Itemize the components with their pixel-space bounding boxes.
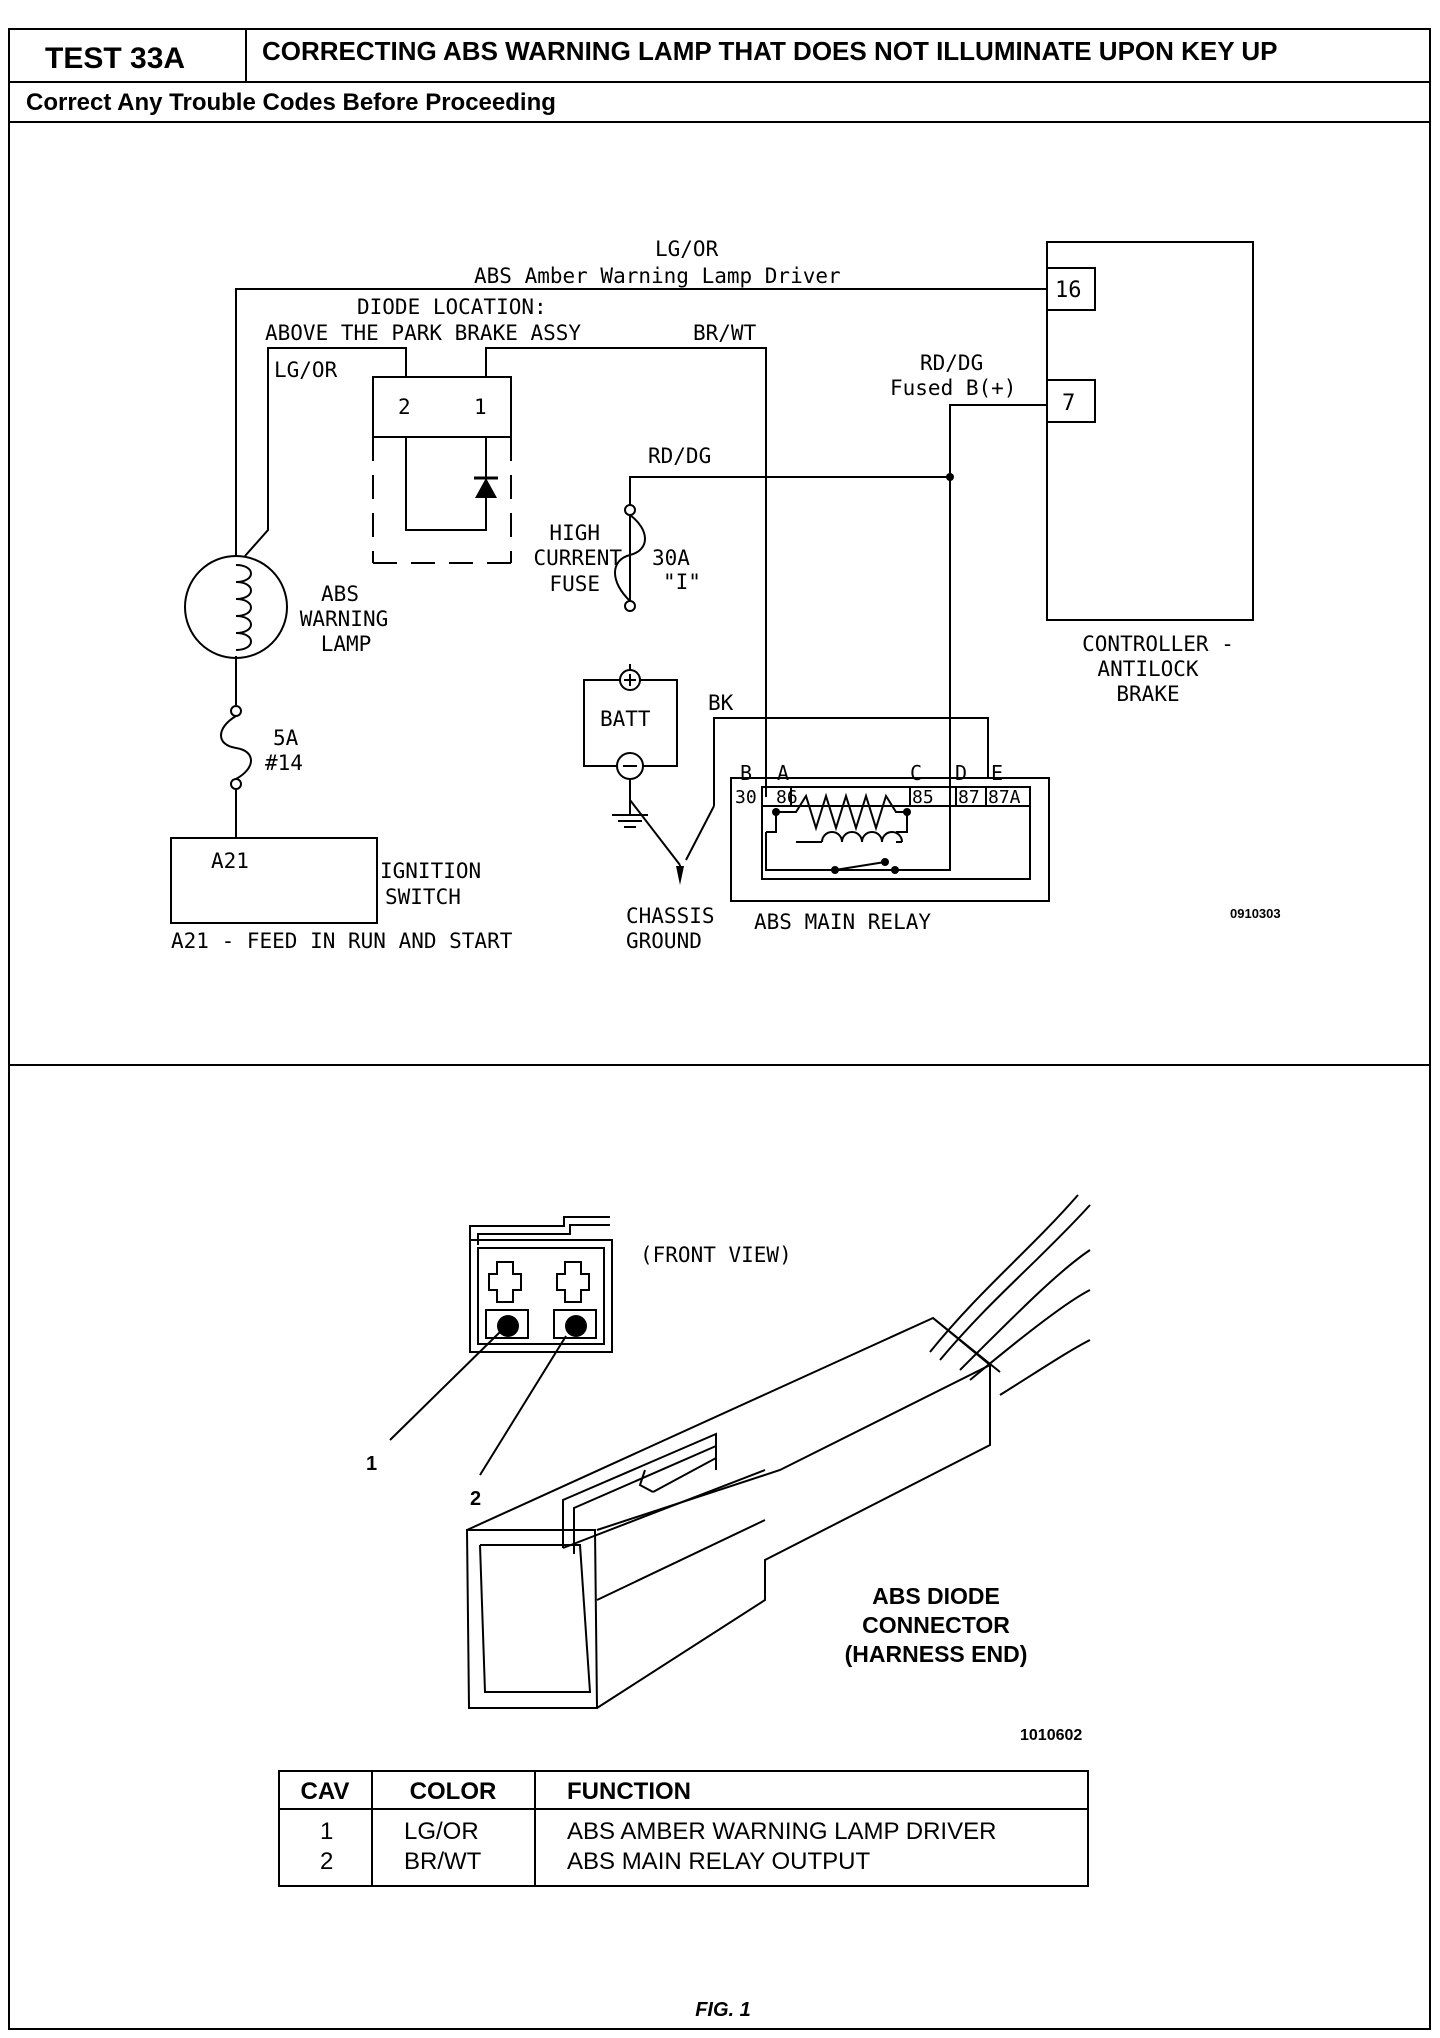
relay-pin-87a: 87A bbox=[988, 787, 1021, 808]
table-header-color: COLOR bbox=[410, 1778, 497, 1805]
table-cell-color: BR/WT bbox=[404, 1848, 482, 1875]
cavity-table: CAV COLOR FUNCTION 1 LG/OR ABS AMBER WAR… bbox=[278, 1770, 1089, 1887]
ignition-switch-box bbox=[170, 837, 378, 924]
harness-wires bbox=[929, 1194, 1091, 1396]
front-view-cavity-2 bbox=[565, 1315, 587, 1337]
diode-pin-1: 1 bbox=[474, 395, 487, 419]
connector-label-1: ABS DIODE bbox=[872, 1583, 1000, 1609]
warning-lamp-symbol bbox=[184, 555, 288, 659]
table-cell-cav: 1 bbox=[320, 1818, 333, 1845]
battery-symbol bbox=[583, 669, 678, 780]
connector-label-3: (HARNESS END) bbox=[845, 1641, 1028, 1667]
diode-location-label-1: DIODE LOCATION: bbox=[357, 295, 547, 319]
fuse-30a-rating: 30A bbox=[652, 546, 690, 570]
chassis-label-1: CHASSIS bbox=[626, 904, 715, 928]
relay-letter-d: D bbox=[955, 761, 967, 785]
table-header-cav: CAV bbox=[301, 1778, 350, 1805]
table-header-function: FUNCTION bbox=[567, 1778, 691, 1805]
callout-lines bbox=[389, 1331, 567, 1476]
bk-label: BK bbox=[708, 691, 734, 715]
relay-pin-30: 30 bbox=[735, 787, 757, 808]
relay-symbol bbox=[730, 777, 1050, 902]
lamp-label-1: ABS bbox=[321, 582, 359, 606]
fused-b-label: Fused B(+) bbox=[890, 376, 1016, 400]
fuse-5a-number: #14 bbox=[265, 751, 303, 775]
relay-letter-e: E bbox=[991, 761, 1003, 785]
diode-pin-2: 2 bbox=[398, 395, 411, 419]
relay-pin-85: 85 bbox=[912, 787, 934, 808]
callout-1: 1 bbox=[366, 1453, 377, 1475]
relay-label: ABS MAIN RELAY bbox=[754, 910, 931, 934]
connector-label-2: CONNECTOR bbox=[862, 1612, 1010, 1638]
table-cell-cav: 2 bbox=[320, 1848, 333, 1875]
controller-pin-16: 16 bbox=[1055, 278, 1082, 303]
relay-letter-c: C bbox=[910, 761, 922, 785]
connector-illustration: (FRONT VIEW) 1 2 ABS bbox=[366, 1194, 1091, 1744]
controller-pin-7: 7 bbox=[1062, 391, 1075, 416]
hcf-label-2: CURRENT bbox=[533, 546, 622, 570]
connector-figure-code: 1010602 bbox=[1020, 1727, 1082, 1744]
relay-terminal-dots bbox=[772, 473, 954, 874]
relay-letter-b: B bbox=[740, 761, 752, 785]
a21-feed-label: A21 - FEED IN RUN AND START bbox=[171, 929, 513, 953]
connector-body bbox=[465, 1316, 1001, 1709]
wiring-schematic: 2 1 ABS WARNING LAMP 5A #14 A21 IGNITION… bbox=[170, 237, 1281, 953]
chassis-ground-arrow bbox=[676, 866, 684, 885]
controller-label-2: ANTILOCK bbox=[1097, 657, 1199, 681]
page-frame bbox=[8, 28, 1431, 2030]
amber-driver-label: ABS Amber Warning Lamp Driver bbox=[474, 264, 841, 288]
front-view-label: (FRONT VIEW) bbox=[640, 1243, 792, 1267]
fuse-5a-rating: 5A bbox=[273, 726, 299, 750]
fuse-30a-symbol bbox=[614, 504, 646, 612]
diode-assembly bbox=[372, 376, 512, 564]
relay-pin-86: 86 bbox=[776, 787, 798, 808]
lamp-label-3: LAMP bbox=[321, 632, 372, 656]
controller-label-3: BRAKE bbox=[1116, 682, 1179, 706]
lgor-top-label: LG/OR bbox=[655, 237, 719, 261]
ground-symbol bbox=[612, 779, 648, 828]
lamp-label-2: WARNING bbox=[300, 607, 389, 631]
hcf-label-1: HIGH bbox=[549, 521, 600, 545]
test-title: CORRECTING ABS WARNING LAMP THAT DOES NO… bbox=[262, 36, 1277, 66]
battery-label: BATT bbox=[600, 707, 651, 731]
rddg-mid-label: RD/DG bbox=[648, 444, 711, 468]
table-cell-function: ABS MAIN RELAY OUTPUT bbox=[567, 1848, 871, 1875]
diode-location-label-2: ABOVE THE PARK BRAKE ASSY bbox=[265, 321, 581, 345]
table-row: 1 LG/OR ABS AMBER WARNING LAMP DRIVER bbox=[320, 1818, 996, 1845]
fuse-30a-id: "I" bbox=[663, 570, 701, 594]
chassis-label-2: GROUND bbox=[626, 929, 702, 953]
table-row: 2 BR/WT ABS MAIN RELAY OUTPUT bbox=[320, 1848, 871, 1875]
test-subtitle: Correct Any Trouble Codes Before Proceed… bbox=[26, 89, 556, 116]
rddg-right-label: RD/DG bbox=[920, 351, 983, 375]
schematic-figure-code: 0910303 bbox=[1230, 906, 1281, 921]
lgor-left-label: LG/OR bbox=[274, 358, 338, 382]
schematic-wires bbox=[235, 288, 1047, 880]
controller-label-1: CONTROLLER - bbox=[1082, 632, 1234, 656]
hcf-label-3: FUSE bbox=[549, 572, 600, 596]
diode-symbol bbox=[474, 476, 498, 498]
callout-2: 2 bbox=[470, 1488, 481, 1510]
front-view-connector bbox=[469, 1216, 613, 1353]
relay-pin-87: 87 bbox=[958, 787, 980, 808]
table-cell-function: ABS AMBER WARNING LAMP DRIVER bbox=[567, 1818, 996, 1845]
controller-symbol bbox=[1046, 241, 1254, 621]
relay-letter-a: A bbox=[777, 761, 789, 785]
figure-caption: FIG. 1 bbox=[695, 1999, 751, 2021]
ignition-pin-label: A21 bbox=[211, 849, 249, 873]
fuse-5a-symbol bbox=[220, 705, 252, 790]
ignition-label-1: IGNITION bbox=[380, 859, 481, 883]
ignition-label-2: SWITCH bbox=[385, 885, 461, 909]
test-id: TEST 33A bbox=[45, 42, 185, 75]
front-view-cavity-1 bbox=[497, 1315, 519, 1337]
table-grid bbox=[278, 1770, 1089, 1887]
table-cell-color: LG/OR bbox=[404, 1818, 479, 1845]
brwt-label: BR/WT bbox=[693, 321, 757, 345]
